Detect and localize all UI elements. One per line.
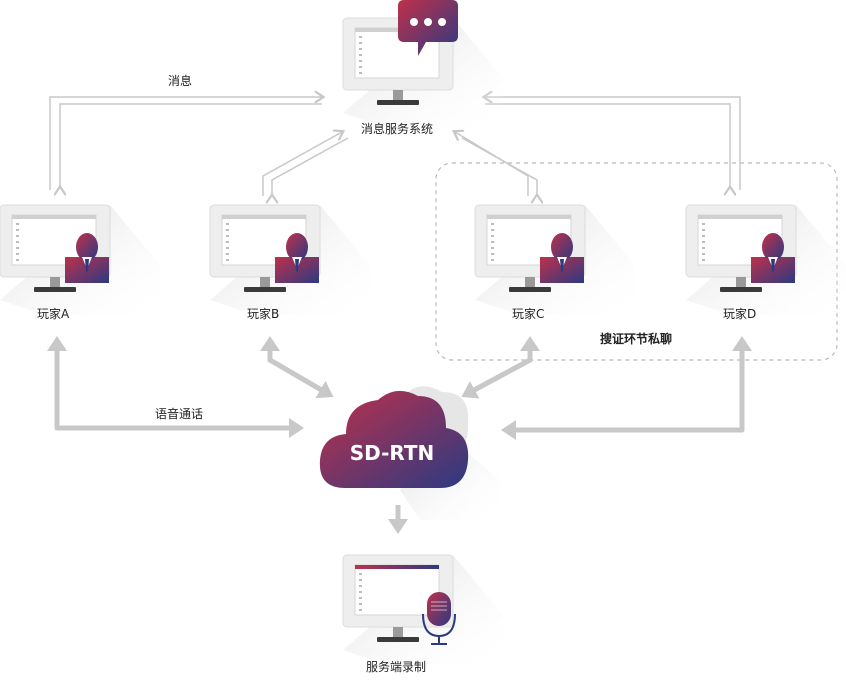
voice-call-label: 语音通话 bbox=[155, 407, 204, 421]
message-arrows bbox=[49, 97, 741, 196]
cloud-label: SD-RTN bbox=[350, 441, 435, 465]
private-chat-box bbox=[435, 162, 838, 361]
player-b-label: 玩家B bbox=[247, 307, 280, 321]
voice-arrows bbox=[47, 336, 752, 534]
player-c-label: 玩家C bbox=[512, 307, 545, 321]
microphone-icon bbox=[422, 592, 456, 645]
recording-label: 服务端录制 bbox=[366, 660, 427, 674]
player-d-label: 玩家D bbox=[723, 307, 757, 321]
cloud-icon: SD-RTN bbox=[319, 386, 500, 520]
message-system-label: 消息服务系统 bbox=[361, 122, 434, 136]
message-arrow-label: 消息 bbox=[168, 74, 193, 88]
chat-bubble-icon bbox=[398, 0, 458, 56]
private-chat-label: 搜证环节私聊 bbox=[600, 332, 673, 346]
recording-monitor bbox=[342, 554, 504, 666]
player-a-label: 玩家A bbox=[37, 307, 70, 321]
